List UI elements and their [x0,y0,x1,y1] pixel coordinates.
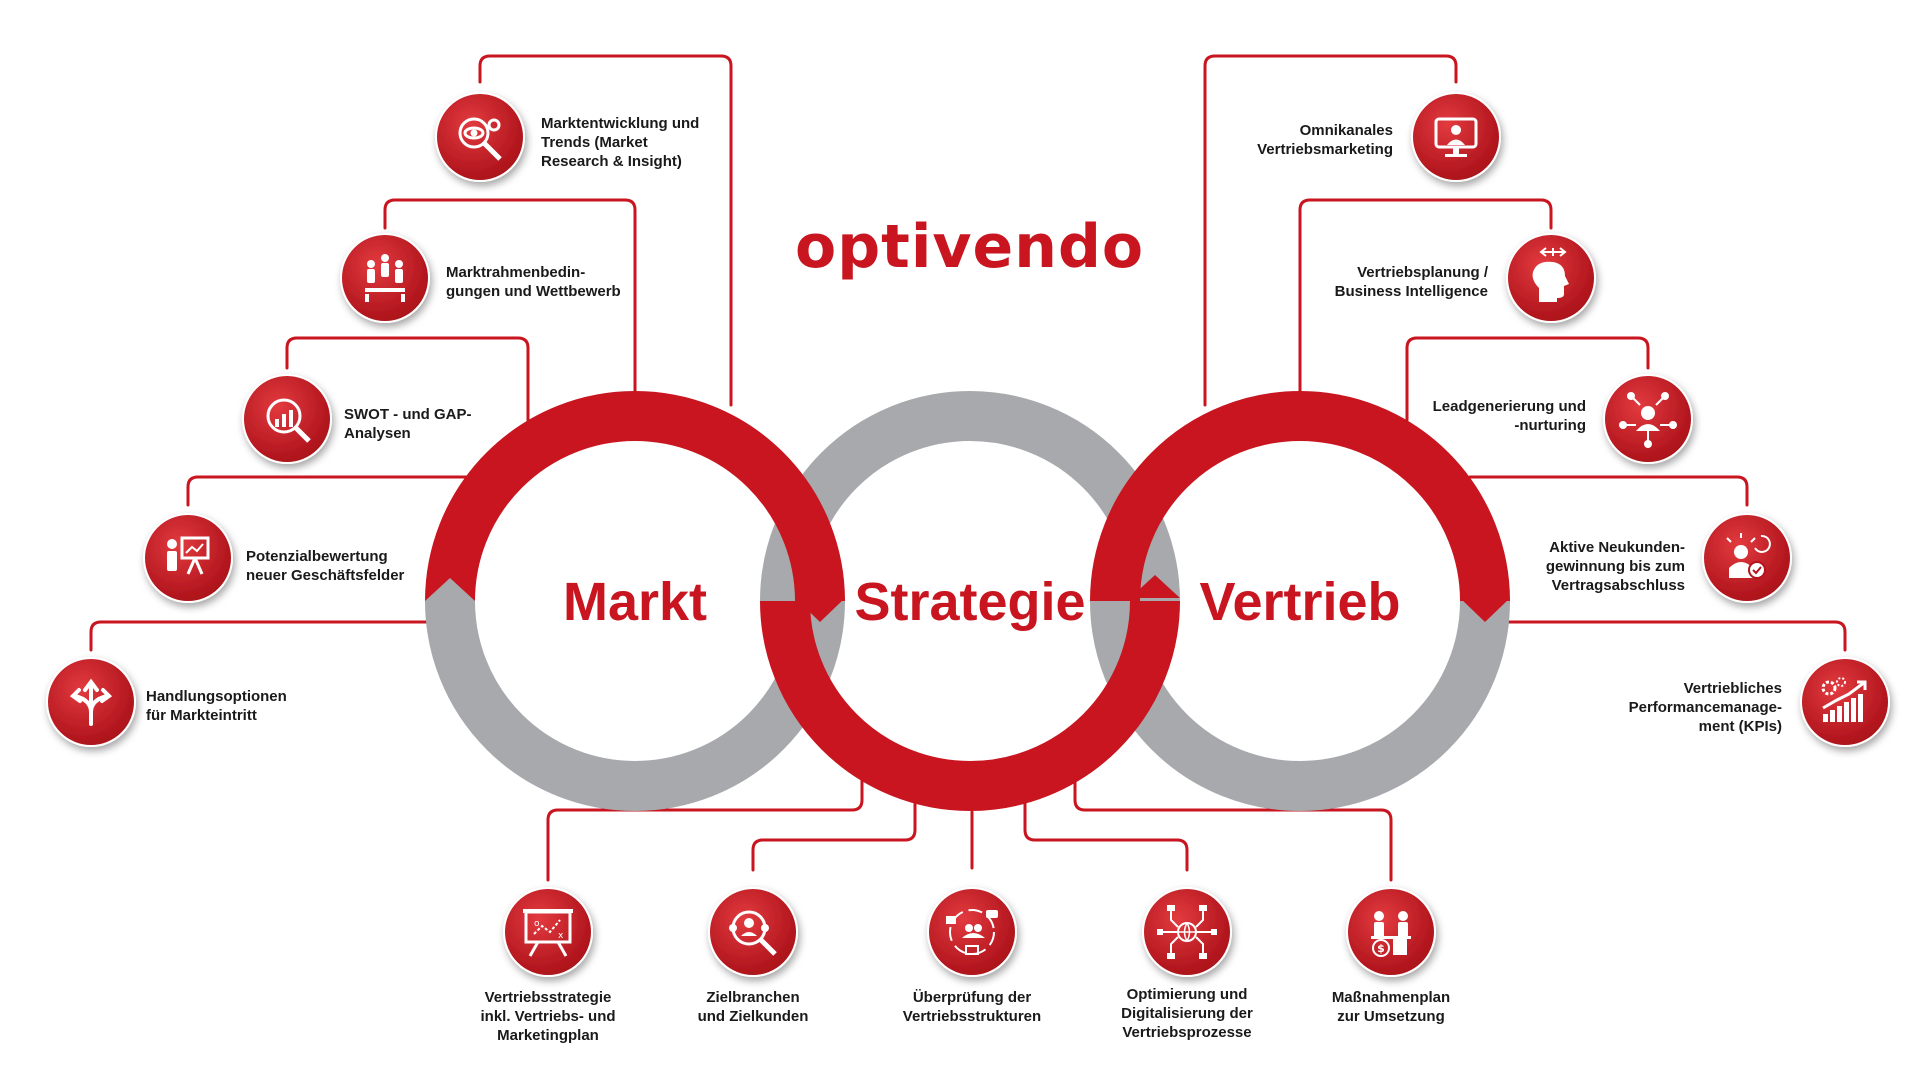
markt-right-notch [795,598,845,622]
strategie-item-1: o x [503,887,593,977]
icon-badge [927,887,1017,977]
strategie-item-3 [927,887,1017,977]
people-podium-icon [365,254,405,302]
head-arrows-icon [1532,247,1569,302]
icon-badge [242,374,332,464]
icon-badge [1346,887,1436,977]
strategie-item-3-label: Überprüfung der Vertriebsstrukturen [902,989,1042,1025]
markt-item-4-label: Potenzialbewertung neuer Geschäftsfelder [246,548,405,584]
vertrieb-item-2-label: Vertriebsplanung / Business Intelligence [1334,264,1488,300]
markt-item-2-label: Marktrahmenbedin- gungen und Wettbewerb [446,264,621,300]
ring-chain [425,391,1510,811]
people-money-icon: $ [1371,911,1411,957]
icon-badge [340,233,430,323]
target-people-icon [729,910,777,956]
vertrieb-ring-red [1090,391,1510,602]
markt-item-1 [435,92,525,182]
markt-item-4 [143,513,233,603]
strategie-item-5: $ [1346,887,1436,977]
monitor-person-icon [1434,117,1478,157]
strategy-board-icon: o x [523,909,573,957]
strategie-item-2-label: Zielbranchen und Zielkunden [697,989,809,1025]
markt-ring-red [425,391,845,602]
strategie-right-notch [1130,575,1180,598]
strategie-item-4 [1142,887,1232,977]
vertrieb-item-1 [1411,92,1501,182]
chart-magnifier-icon [266,398,311,443]
vertrieb-item-5 [1800,657,1890,747]
communication-cycle-icon [946,909,998,955]
circle-label-vertrieb: Vertrieb [1199,572,1400,632]
circle-label-strategie: Strategie [854,572,1085,632]
strategie-item-4-label: Optimierung und Digitalisierung der Vert… [1121,986,1253,1041]
markt-item-5 [46,657,136,747]
vertrieb-item-3-label: Leadgenerierung und -nurturing [1432,398,1586,434]
svg-text:x: x [558,931,564,941]
strategie-item-5-label: Maßnahmenplan zur Umsetzung [1331,989,1451,1025]
icon-badge [1411,92,1501,182]
vertrieb-right-notch [1460,598,1510,622]
markt-item-3-label: SWOT - und GAP- Analysen [344,406,472,442]
markt-left-notch [425,578,475,601]
markt-item-3 [242,374,332,464]
icon-badge [708,887,798,977]
brand-logo: optivendo [795,212,1145,282]
icon-badge [503,887,593,977]
growth-chart-gears-icon [1821,677,1867,722]
network-person-icon [1619,392,1677,448]
strategie-item-2 [708,887,798,977]
svg-text:$: $ [1377,942,1385,955]
markt-item-5-label: Handlungsoptionen für Markteintritt [146,688,287,724]
digital-globe-icon [1157,905,1217,959]
presentation-board-icon [167,536,210,575]
split-arrows-icon [69,678,113,726]
strategie-item-1-label: Vertriebsstrategie inkl. Vertriebs- und … [480,989,616,1044]
vertrieb-item-4-label: Aktive Neukunden- gewinnung bis zum Vert… [1545,539,1685,594]
vertrieb-item-3 [1603,374,1693,464]
icon-badge [1702,513,1792,603]
vertrieb-item-4 [1702,513,1792,603]
connector-lines [89,54,1847,882]
eye-gear-magnifier-icon [458,117,502,161]
markt-item-2 [340,233,430,323]
strategie-ring-red [760,600,1180,811]
vertrieb-item-1-label: Omnikanales Vertriebsmarketing [1257,122,1393,158]
svg-text:o: o [534,919,540,929]
circle-label-markt: Markt [563,572,707,632]
person-checkmark-icon [1726,533,1771,579]
vertrieb-item-5-label: Vertriebliches Performancemanage- ment (… [1628,680,1782,735]
markt-item-1-label: Marktentwicklung und Trends (Market Rese… [541,115,700,170]
vertrieb-item-2 [1506,233,1596,323]
